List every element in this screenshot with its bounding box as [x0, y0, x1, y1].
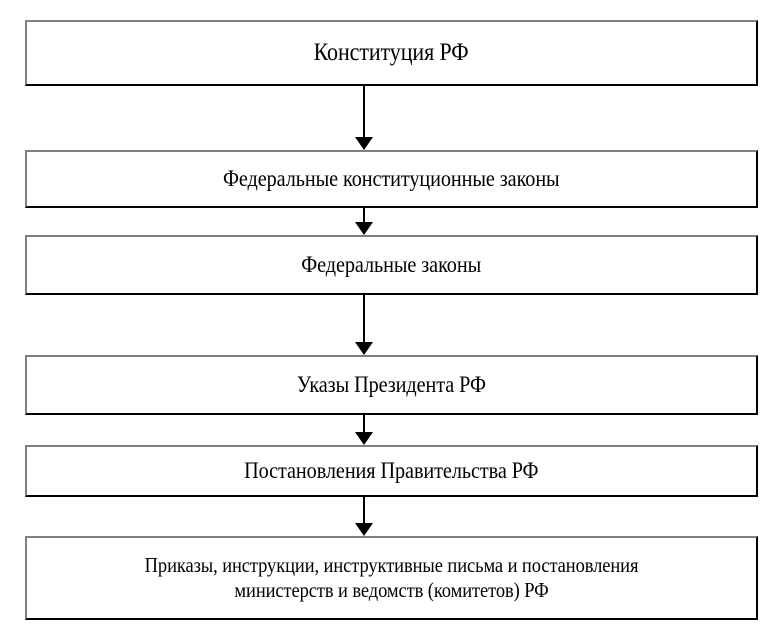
- diagram-node-2: Федеральные конституционные законы: [25, 150, 758, 208]
- arrow-head: [355, 342, 373, 355]
- node-label: Конституция РФ: [313, 39, 469, 67]
- arrow-shaft: [363, 295, 365, 342]
- arrow-shaft: [363, 497, 365, 523]
- arrow-head: [355, 137, 373, 150]
- down-arrow-icon: [353, 86, 375, 150]
- arrow-shaft: [363, 208, 365, 222]
- diagram-node-5: Постановления Правительства РФ: [25, 445, 758, 497]
- down-arrow-icon: [353, 415, 375, 445]
- arrow-head: [355, 432, 373, 445]
- arrow-shaft: [363, 86, 365, 137]
- down-arrow-icon: [353, 497, 375, 536]
- down-arrow-icon: [353, 208, 375, 235]
- node-label: Федеральные законы: [301, 252, 482, 278]
- down-arrow-icon: [353, 295, 375, 355]
- diagram-node-3: Федеральные законы: [25, 235, 758, 295]
- arrow-head: [355, 523, 373, 536]
- diagram-node-6: Приказы, инструкции, инструктивные письм…: [25, 536, 758, 620]
- arrow-head: [355, 222, 373, 235]
- arrow-shaft: [363, 415, 365, 432]
- node-label: Постановления Правительства РФ: [244, 458, 539, 484]
- node-label: Указы Президента РФ: [296, 372, 486, 398]
- diagram-node-1: Конституция РФ: [25, 20, 758, 86]
- node-label: Приказы, инструкции, инструктивные письм…: [144, 553, 639, 602]
- diagram-node-4: Указы Президента РФ: [25, 355, 758, 415]
- node-label: Федеральные конституционные законы: [223, 166, 560, 192]
